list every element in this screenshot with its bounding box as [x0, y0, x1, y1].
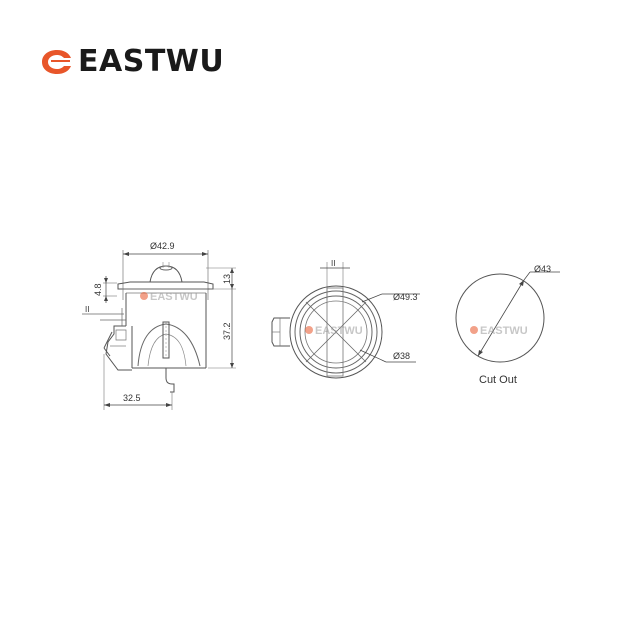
side-dim-top-gap: 13 — [222, 274, 232, 284]
front-dim-inner-diameter: Ø38 — [393, 351, 410, 361]
brand-header: EASTWU — [40, 42, 224, 82]
front-dim-outer-diameter: Ø49.3 — [393, 292, 418, 302]
watermarks: EASTWU EASTWU EASTWU — [140, 291, 528, 337]
watermark-side: EASTWU — [140, 291, 198, 303]
watermark-cutout: EASTWU — [470, 325, 528, 337]
side-dim-top-diameter: Ø42.9 — [150, 241, 175, 251]
eastwu-swirl-logo-icon — [42, 50, 71, 74]
front-dim-slot: II — [331, 259, 335, 268]
watermark-front: EASTWU — [305, 325, 363, 337]
brand-name: EASTWU — [78, 44, 225, 79]
cutout-dim-diameter: Ø43 — [534, 264, 551, 274]
side-dim-body-height: 37.2 — [222, 322, 232, 340]
side-dim-width: 32.5 — [123, 393, 141, 403]
side-dim-thread: II — [85, 305, 89, 314]
watermark-text-cutout: EASTWU — [480, 325, 528, 337]
side-dim-cap-height: 4.8 — [93, 283, 103, 296]
cutout-label: Cut Out — [479, 374, 517, 386]
cutout-view: Ø43 Cut Out — [455, 264, 560, 386]
watermark-text-front: EASTWU — [315, 325, 363, 337]
watermark-text-side: EASTWU — [150, 291, 198, 303]
front-view: II Ø49.3 Ø38 — [271, 259, 420, 379]
side-view: Ø42.9 — [82, 241, 236, 410]
